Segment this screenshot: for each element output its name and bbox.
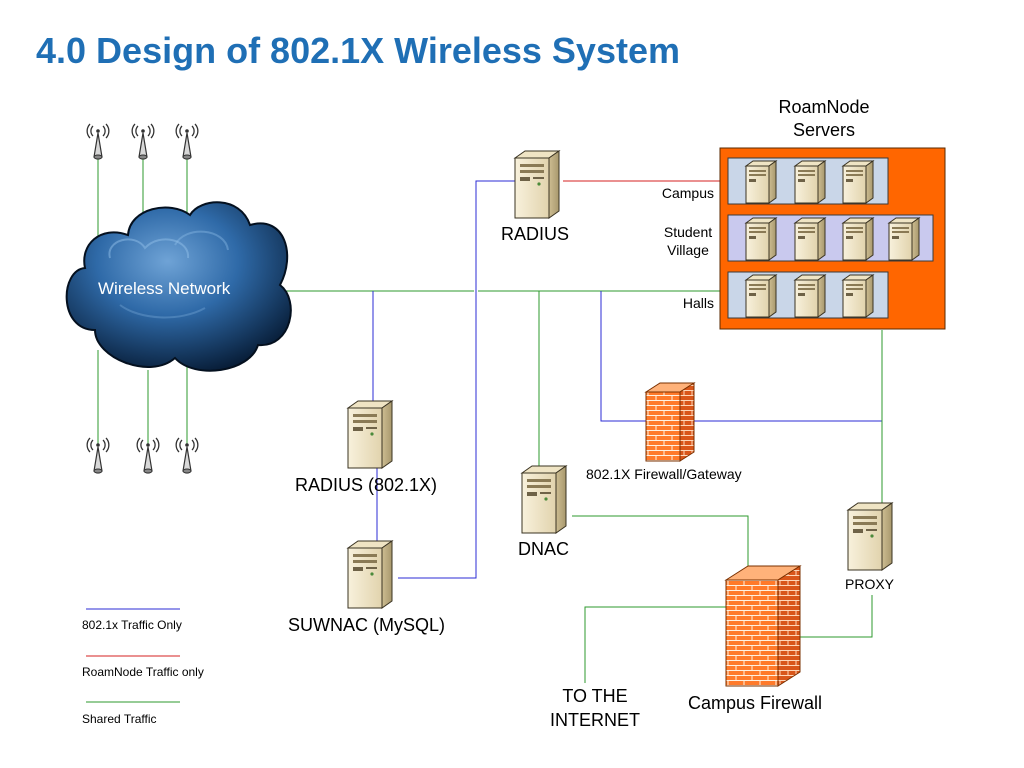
firewall-icon (724, 565, 802, 687)
campus-group-label: Campus (661, 185, 714, 201)
roamnode-title-line1: RoamNode (778, 97, 870, 117)
roamnode-title: RoamNode Servers (760, 96, 888, 142)
student-village-label: Student Village (652, 223, 724, 259)
server-icon (842, 160, 874, 204)
halls-group-label: Halls (682, 295, 714, 311)
server-icon (847, 502, 893, 571)
campus-firewall-label: Campus Firewall (688, 693, 823, 713)
server-icon (514, 150, 560, 219)
server-icon (842, 217, 874, 261)
legend-swatches (86, 608, 180, 703)
legend-8021x-label: 802.1x Traffic Only (82, 618, 182, 632)
server-icon (745, 217, 777, 261)
antenna-icon (86, 437, 110, 474)
suwnac-radius-top-line (398, 180, 515, 579)
cloud-icon (65, 201, 292, 372)
server-icon (521, 465, 567, 534)
proxy-label: PROXY (845, 576, 895, 592)
antenna-icon (136, 437, 160, 474)
radius-suwnac-line (372, 291, 378, 545)
internet-line2: INTERNET (550, 710, 640, 730)
radius-8021x-label: RADIUS (802.1X) (295, 475, 438, 495)
student-village-line1: Student (663, 224, 713, 240)
server-icon (794, 160, 826, 204)
legend-roamnode-label: RoamNode Traffic only (82, 665, 204, 679)
dnac-firewall-line (572, 515, 749, 575)
server-icon (794, 217, 826, 261)
proxy-firewall-line (795, 595, 873, 638)
internet-line (584, 606, 728, 683)
antenna-icon (175, 437, 199, 474)
radius-label: RADIUS (501, 224, 570, 244)
roamnode-title-line2: Servers (792, 120, 855, 140)
server-icon (842, 274, 874, 318)
student-village-line2: Village (667, 242, 709, 258)
antenna-icon (86, 123, 110, 160)
server-icon (347, 400, 393, 469)
connection-lines (97, 158, 883, 683)
gateway-8021x-line (600, 291, 882, 422)
gateway-label: 802.1X Firewall/Gateway (586, 466, 742, 482)
server-icon (745, 274, 777, 318)
antenna-icon (175, 123, 199, 160)
roamnode-servers-panel (719, 147, 946, 330)
server-icon (794, 274, 826, 318)
slide-title: 4.0 Design of 802.1X Wireless System (36, 30, 680, 71)
suwnac-label: SUWNAC (MySQL) (288, 615, 445, 635)
server-icon (888, 217, 920, 261)
internet-label: TO THE INTERNET (530, 684, 660, 732)
server-icon (745, 160, 777, 204)
internet-line1: TO THE (562, 686, 628, 706)
legend-shared-label: Shared Traffic (82, 712, 157, 726)
dnac-label: DNAC (518, 539, 570, 559)
wireless-network-label: Wireless Network (98, 279, 231, 298)
firewall-icon (644, 382, 696, 462)
antenna-icon (131, 123, 155, 160)
server-icon (347, 540, 393, 609)
